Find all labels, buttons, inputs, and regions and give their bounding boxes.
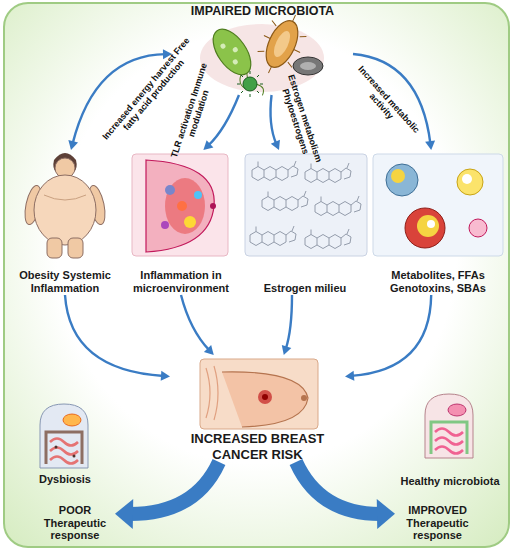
healthy-gut [425, 394, 473, 458]
diagram-heading: IMPAIRED MICROBIOTA [191, 4, 334, 19]
estrogen-panel: Estrogen milieu [240, 150, 370, 295]
breast-tumor-illustration [200, 359, 318, 429]
dysbiosis-panel: Dysbiosis [20, 400, 110, 486]
flow-arrow [65, 295, 170, 381]
node-text: Dysbiosis [39, 473, 91, 486]
outcome-arrow [296, 462, 395, 529]
estrogen-molecules [245, 154, 367, 256]
inflammation-panel: Inflammation in microenvironment [125, 150, 237, 295]
flow-arrow [271, 95, 280, 150]
flow-arrow [345, 295, 431, 381]
flow-arrow [181, 295, 214, 355]
outcome-label: IMPROVED Therapeutic response [395, 500, 480, 546]
edge-label: Increased metabolic activity [347, 63, 423, 144]
edge-label: Estrogen metabolism Phytoestrogens [273, 64, 327, 177]
risk-panel: INCREASED BREAST CANCER RISK [170, 355, 345, 462]
metabolite-particles [373, 154, 503, 256]
obesity-figure [22, 153, 108, 258]
node-text: POOR Therapeutic response [35, 504, 115, 543]
flow-arrow [203, 95, 239, 150]
flow-arrow [282, 295, 292, 355]
metabolite-panel: Metabolites, FFAs Genotoxins, SBAs [370, 150, 506, 295]
breast-inflammation-illustration [132, 154, 228, 256]
node-text: Healthy microbiota [400, 475, 499, 488]
outcome-arrow [115, 462, 219, 529]
node-text: Obesity Systemic Inflammation [5, 269, 125, 295]
node-text: INCREASED BREAST CANCER RISK [170, 431, 345, 462]
node-text: Inflammation in microenvironment [125, 269, 237, 295]
dysbiosis-gut [40, 404, 88, 468]
background-frame [4, 3, 509, 547]
bacteria-cluster [200, 7, 324, 104]
obesity-panel: Obesity Systemic Inflammation [5, 150, 125, 295]
node-text: Metabolites, FFAs Genotoxins, SBAs [370, 269, 506, 295]
node-text: IMPROVED Therapeutic response [395, 504, 480, 543]
outcome-label: POOR Therapeutic response [35, 500, 115, 546]
healthy-panel: Healthy microbiota [400, 392, 500, 488]
node-text: Estrogen milieu [264, 282, 347, 295]
